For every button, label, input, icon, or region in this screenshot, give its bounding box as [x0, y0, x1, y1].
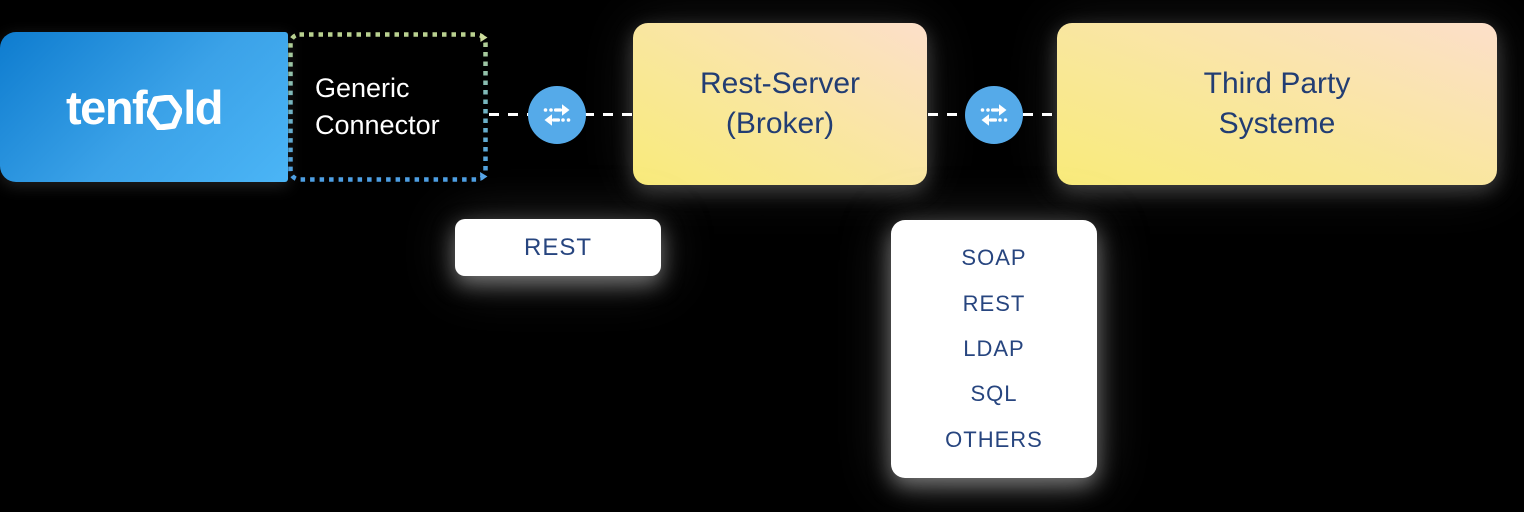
tenfold-logo-text-pre: tenf: [66, 80, 148, 134]
transfer-arrows-icon: [543, 104, 571, 126]
third-party-label-line2: Systeme: [1218, 107, 1336, 140]
tenfold-node: tenf ld: [0, 32, 288, 182]
protocol-list-item: LDAP: [963, 335, 1025, 361]
dotted-gradient-border: [288, 32, 488, 182]
rest-protocol-text: REST: [523, 233, 592, 261]
protocol-list-item: REST: [962, 290, 1026, 316]
generic-connector-node: Generic Connector: [288, 32, 488, 182]
rest-protocol-label: REST: [455, 219, 661, 276]
third-party-systems-node: Third Party Systeme: [1057, 23, 1497, 185]
protocol-list: SOAP REST LDAP SQL OTHERS: [891, 220, 1097, 478]
border-arrow-bottom-icon: [480, 172, 488, 181]
transfer-arrows-icon: [980, 104, 1008, 126]
data-transfer-node-right: [965, 86, 1023, 144]
tenfold-logo-text-post: ld: [183, 80, 223, 134]
data-transfer-node-left: [528, 86, 586, 144]
rest-server-broker-node: Rest-Server (Broker): [633, 23, 927, 185]
tenfold-logo: tenf ld: [66, 80, 223, 134]
generic-connector-label-line1: Generic: [315, 73, 410, 103]
rest-server-label-line2: (Broker): [725, 107, 835, 140]
protocol-list-item: OTHERS: [945, 426, 1043, 452]
hexagon-o-icon: [147, 94, 183, 130]
border-arrow-top-icon: [480, 33, 488, 42]
third-party-label-line1: Third Party: [1203, 67, 1351, 100]
protocol-list-item: SQL: [970, 381, 1018, 407]
protocol-list-item: SOAP: [961, 245, 1027, 271]
generic-connector-label-line2: Connector: [315, 110, 440, 140]
rest-server-label-line1: Rest-Server: [699, 67, 861, 100]
